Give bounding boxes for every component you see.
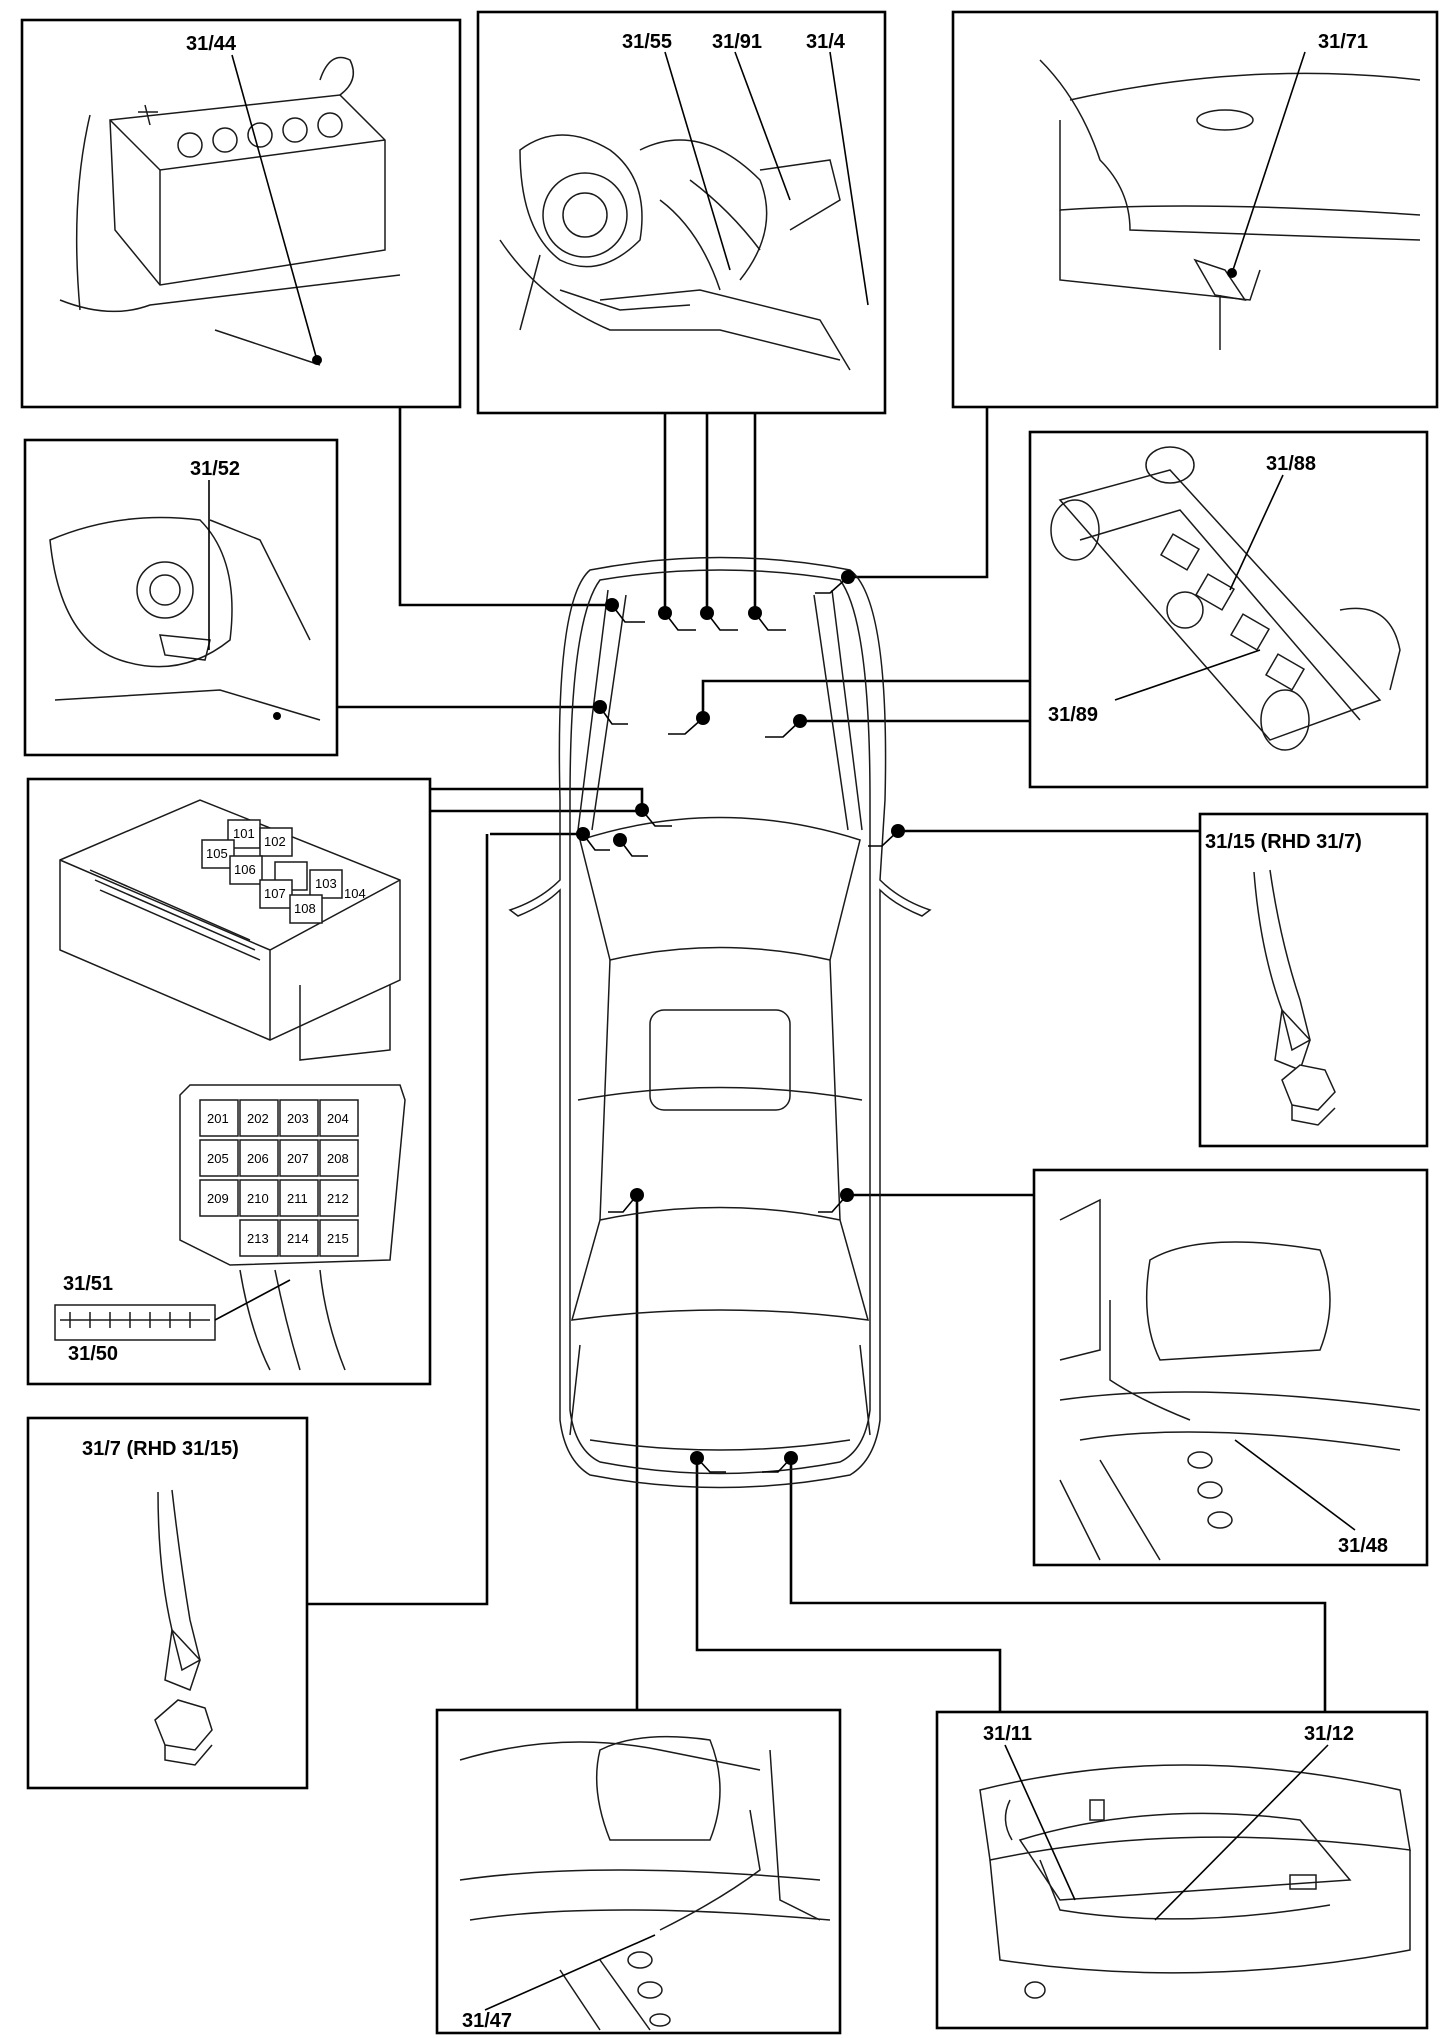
fuse-cell — [279, 1099, 319, 1137]
car-body — [508, 556, 932, 1489]
ground-point-ignition-bottom — [765, 714, 807, 738]
fuse-label: 204 — [327, 1111, 349, 1126]
label-31-50: 31/50 — [68, 1343, 118, 1365]
fuse-label: 208 — [327, 1151, 349, 1166]
fuse-label: 215 — [327, 1231, 349, 1246]
fuse-cell — [279, 1179, 319, 1217]
fuse-label: 202 — [247, 1111, 269, 1126]
fuse-cell — [319, 1219, 359, 1257]
ground-point-fusebox-c — [576, 827, 610, 851]
label-31-52: 31/52 — [190, 458, 240, 480]
panel-strut: 31/52 — [23, 438, 339, 757]
ground-point-trunk-b — [762, 1451, 798, 1473]
fuse-grid: 201 202 203 204 205 206 207 208 209 210 211 212 213 2… — [199, 1099, 359, 1257]
label-31-91: 31/91 — [712, 31, 762, 53]
fuse-label: 203 — [287, 1111, 309, 1126]
ground-point-engine-c — [748, 606, 786, 631]
panel-ground-left: 31/7 (RHD 31/15) — [26, 1416, 309, 1790]
label-31-44: 31/44 — [186, 33, 237, 55]
panel-boot-left: 31/47 — [435, 1708, 842, 2035]
label-31-55: 31/55 — [622, 31, 672, 53]
fuse-cell — [279, 1219, 319, 1257]
label-31-7-rhd: 31/7 (RHD 31/15) — [82, 1438, 239, 1460]
fuse-label: 205 — [207, 1151, 229, 1166]
fuse-label: 207 — [287, 1151, 309, 1166]
label-31-48: 31/48 — [1338, 1535, 1388, 1557]
label-31-71: 31/71 — [1318, 31, 1368, 53]
fuse-cell — [239, 1219, 279, 1257]
fuse-label: 210 — [247, 1191, 269, 1206]
relay-label: 103 — [315, 876, 337, 891]
label-31-12: 31/12 — [1304, 1723, 1354, 1745]
relay-block: 101 102 103 104 105 106 107 108 — [201, 819, 366, 924]
relay-label: 108 — [294, 901, 316, 916]
relay-label: 101 — [233, 826, 255, 841]
fuse-cell — [199, 1139, 239, 1177]
ground-point-ignition-top — [668, 711, 710, 735]
ground-point-fusebox-b — [613, 833, 648, 857]
ground-point-strut — [593, 700, 628, 725]
fuse-cell — [279, 1139, 319, 1177]
ground-point-rhd-right — [868, 824, 905, 847]
relay-label: 102 — [264, 834, 286, 849]
leader-lines — [307, 407, 1327, 1712]
label-31-15-rhd: 31/15 (RHD 31/7) — [1205, 831, 1362, 853]
fuse-cell — [199, 1099, 239, 1137]
panel-hood: 31/71 — [951, 10, 1439, 409]
fuse-label: 206 — [247, 1151, 269, 1166]
fuse-label: 214 — [287, 1231, 309, 1246]
label-31-11: 31/11 — [983, 1723, 1032, 1745]
ground-point-boot-right — [818, 1188, 854, 1213]
ground-point-trunk-a — [690, 1451, 726, 1473]
panel-ignition: 31/88 31/89 — [1028, 430, 1429, 789]
label-31-4: 31/4 — [806, 31, 846, 53]
relay-label: 106 — [234, 862, 256, 877]
fuse-cell — [199, 1179, 239, 1217]
relay-label: 107 — [264, 886, 286, 901]
fuse-label: 213 — [247, 1231, 269, 1246]
fuse-label: 212 — [327, 1191, 349, 1206]
ground-point-engine-a — [658, 606, 696, 631]
relay-label: 104 — [344, 886, 366, 901]
ground-point-boot-left — [608, 1188, 644, 1213]
fuse-label: 211 — [287, 1191, 308, 1206]
ground-point-battery — [605, 598, 645, 623]
car-ground-points — [576, 570, 905, 1473]
fuse-cell — [319, 1139, 359, 1177]
fuse-cell — [239, 1139, 279, 1177]
panel-trunk: 31/11 31/12 — [935, 1710, 1429, 2030]
label-31-89: 31/89 — [1048, 704, 1098, 726]
panel-battery: 31/44 — [20, 18, 462, 409]
ground-point-engine-b — [700, 606, 738, 631]
ground-point-fusebox-a — [635, 803, 672, 827]
fuse-cell — [319, 1179, 359, 1217]
fuse-cell — [239, 1179, 279, 1217]
panel-boot-right: 31/48 — [1032, 1168, 1429, 1567]
fuse-label: 209 — [207, 1191, 229, 1206]
label-31-88: 31/88 — [1266, 453, 1316, 475]
label-31-47: 31/47 — [462, 2010, 512, 2032]
label-31-51: 31/51 — [63, 1273, 113, 1295]
panel-ground-right: 31/15 (RHD 31/7) — [1198, 812, 1429, 1148]
fuse-cell — [239, 1099, 279, 1137]
relay-label: 105 — [206, 846, 228, 861]
fuse-label: 201 — [207, 1111, 229, 1126]
panel-engine: 31/55 31/91 31/4 — [476, 10, 887, 415]
ground-point-hood — [815, 570, 855, 594]
fuse-cell — [319, 1099, 359, 1137]
